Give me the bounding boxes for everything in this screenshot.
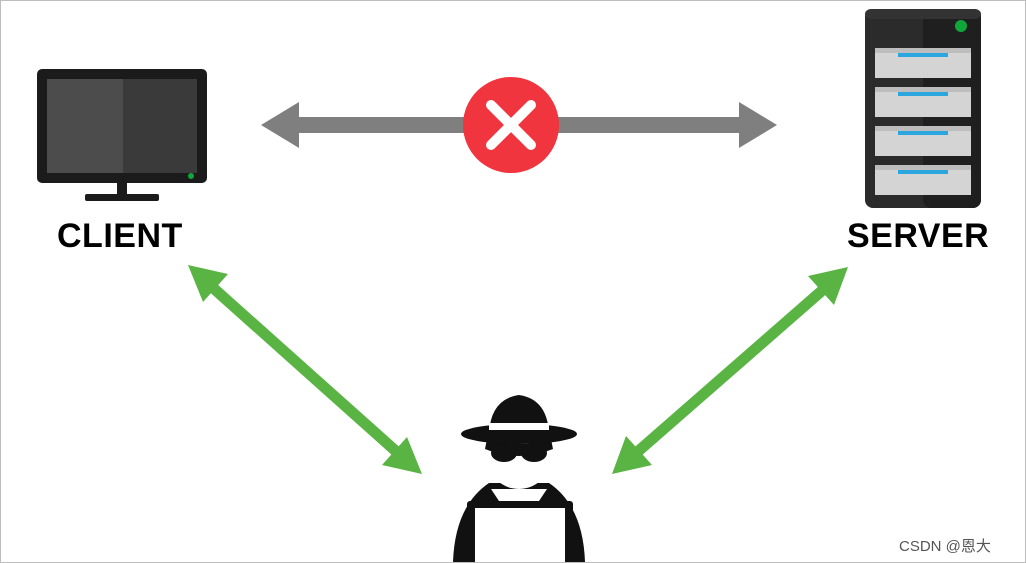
- server-power-led-icon: [955, 20, 967, 32]
- server-attacker-arrow: [612, 267, 848, 474]
- client-attacker-arrow: [188, 265, 422, 474]
- power-led-icon: [188, 173, 194, 179]
- client-label: CLIENT: [57, 217, 183, 255]
- server-drive-bays: [875, 48, 971, 195]
- watermark: CSDN @恩大: [899, 538, 991, 555]
- hacker-with-laptop-icon: [453, 395, 585, 562]
- monitor-icon: [37, 69, 207, 201]
- x-mark-icon: [463, 77, 559, 173]
- server-label: SERVER: [847, 217, 990, 255]
- server-rack-icon: [865, 9, 981, 208]
